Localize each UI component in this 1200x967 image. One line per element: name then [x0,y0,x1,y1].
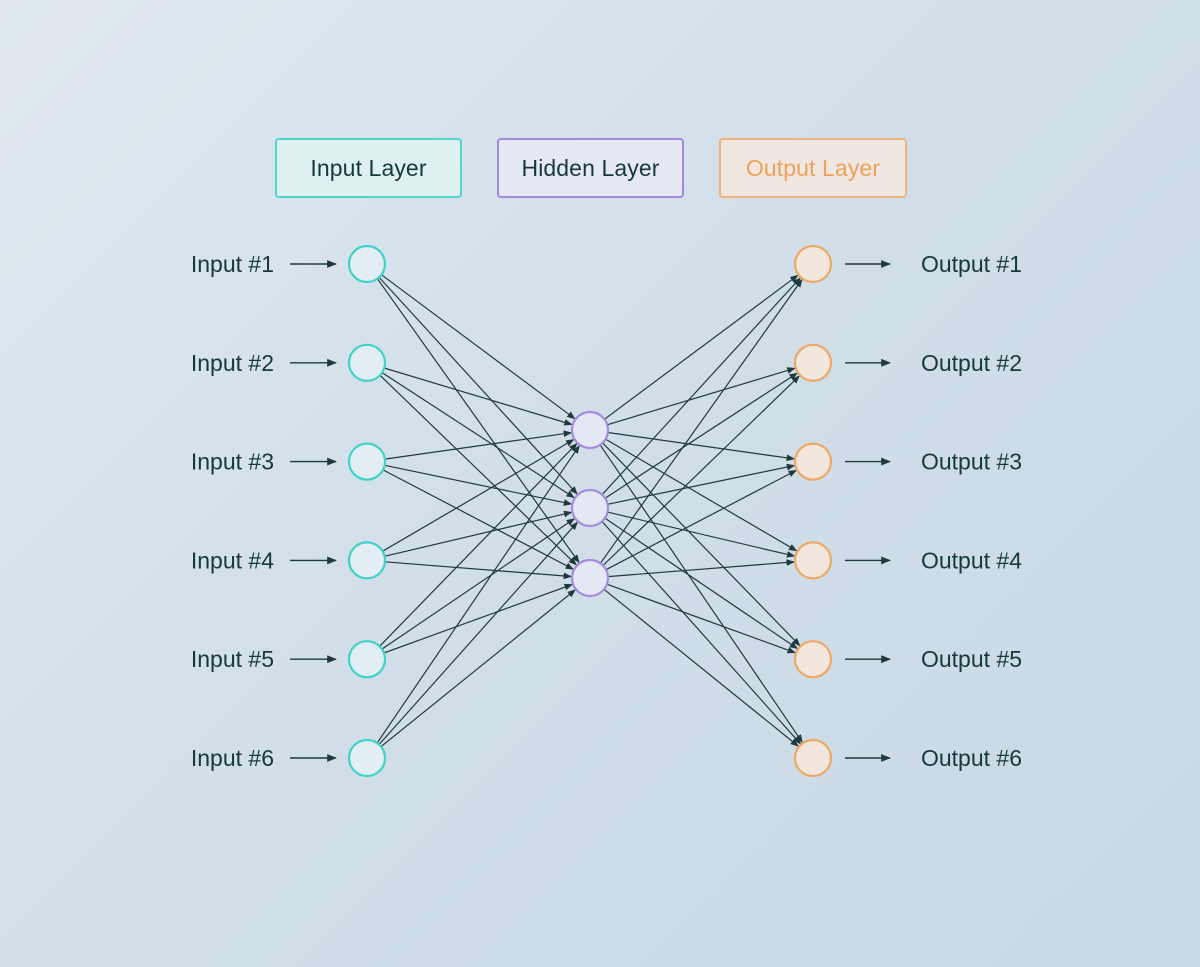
edge-hidden-3-output-4 [607,559,795,578]
output-label-4: Output #4 [921,547,1022,573]
legend-input-label: Input Layer [310,154,427,181]
hidden-node-1 [570,410,610,450]
edge-input-5-hidden-1 [379,442,578,647]
edge-hidden-3-output-6 [603,588,799,747]
edge-hidden-3-output-2 [602,375,800,566]
edge-input-4-hidden-3 [384,561,572,580]
edge-hidden-2-output-3 [607,463,796,505]
output-node-3 [793,442,833,481]
edge-hidden-1-output-6 [599,444,803,743]
edge-input-1-hidden-3 [376,278,580,564]
output-label-5: Output #5 [921,646,1022,672]
edge-input-6-hidden-1 [376,445,580,744]
output-node-2 [793,343,833,382]
output-node-5 [793,640,833,679]
edge-hidden-3-output-3 [605,469,797,571]
input-node-3 [347,442,387,481]
edge-hidden-2-output-1 [601,277,801,496]
connections [376,274,803,748]
input-node-1 [347,244,387,284]
edge-hidden-2-output-5 [604,517,798,649]
edge-hidden-1-output-2 [607,367,796,426]
input-label-1: Input #1 [191,251,274,277]
edge-input-3-hidden-3 [382,469,574,570]
output-label-3: Output #3 [921,449,1022,475]
legend-output-label: Output Layer [745,154,881,181]
output-label-6: Output #6 [921,745,1022,771]
edge-input-6-hidden-3 [380,589,576,748]
input-node-4 [347,541,387,580]
legend-hidden-label: Hidden Layer [521,154,660,181]
io-labels: Input #1 Input #2 Input #3 Input #4 Input #5… [191,251,1022,771]
edge-hidden-2-output-2 [604,372,798,499]
input-label-4: Input #4 [191,547,274,573]
edge-input-1-hidden-2 [378,276,578,495]
nodes [347,244,833,778]
output-label-2: Output #2 [921,350,1022,376]
legend-output-layer: Output Layer [719,138,907,198]
edge-input-2-hidden-3 [379,374,577,566]
legend-input-layer: Input Layer [275,138,462,198]
edge-hidden-1-output-3 [607,431,796,462]
input-label-5: Input #5 [191,646,274,672]
edge-hidden-1-output-5 [602,442,801,647]
edge-input-2-hidden-1 [384,367,573,426]
edge-hidden-1-output-4 [605,438,798,552]
output-node-4 [793,541,833,580]
input-label-2: Input #2 [191,350,274,376]
io-arrows [290,260,891,762]
edge-input-3-hidden-1 [384,430,573,460]
edge-input-2-hidden-2 [381,372,575,499]
edge-input-4-hidden-2 [384,510,573,557]
output-node-1 [793,244,833,284]
edge-hidden-2-output-4 [607,511,796,558]
edge-input-3-hidden-2 [384,464,573,506]
edge-input-5-hidden-3 [383,583,573,654]
input-node-5 [347,640,387,679]
hidden-node-2 [570,488,610,528]
input-label-3: Input #3 [191,449,274,475]
input-label-6: Input #6 [191,745,274,771]
input-node-6 [347,738,387,778]
edge-input-4-hidden-1 [382,439,575,552]
legend-hidden-layer: Hidden Layer [497,138,684,198]
output-label-1: Output #1 [921,251,1022,277]
edge-input-6-hidden-2 [378,521,578,745]
edge-hidden-3-output-5 [606,583,796,654]
edge-hidden-1-output-1 [604,274,799,420]
edge-input-5-hidden-2 [381,518,575,650]
edge-hidden-3-output-1 [599,278,803,564]
output-node-6 [793,738,833,778]
edge-input-1-hidden-1 [381,274,576,420]
hidden-node-3 [570,558,610,598]
edge-hidden-2-output-6 [601,521,801,745]
input-node-2 [347,343,387,382]
